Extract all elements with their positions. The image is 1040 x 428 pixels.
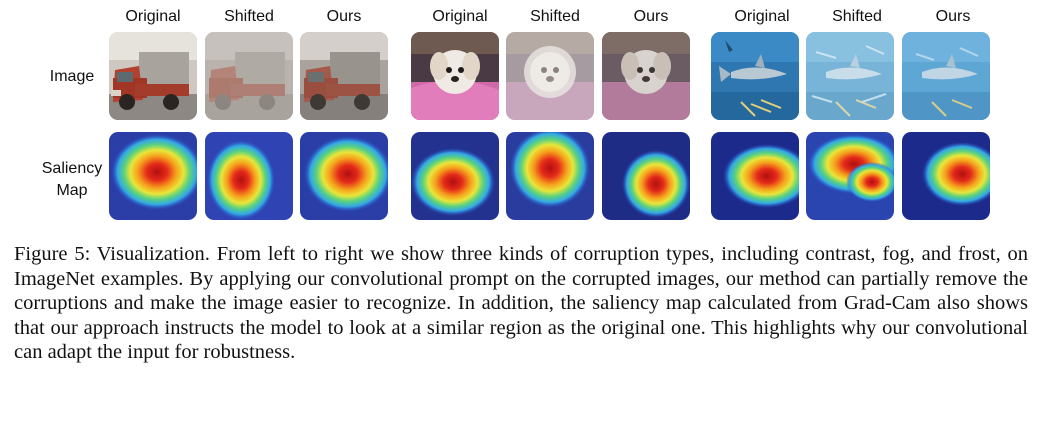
- column-label-fog-original: Original: [432, 8, 488, 25]
- image-truck-original: [109, 32, 197, 120]
- saliency-shark-original: [711, 132, 799, 220]
- row-label-saliency-map: Saliency Map: [32, 158, 112, 202]
- row-label-saliency-line1: Saliency: [41, 160, 103, 177]
- column-label-contrast-ours: Ours: [326, 8, 362, 25]
- saliency-shark-shifted: [806, 132, 894, 220]
- figure-caption: Figure 5: Visualization. From left to ri…: [14, 242, 1028, 365]
- image-dog-original: [411, 32, 499, 120]
- saliency-shark-ours: [902, 132, 990, 220]
- image-truck-ours: [300, 32, 388, 120]
- column-label-frost-shifted: Shifted: [832, 8, 882, 25]
- saliency-truck-ours: [300, 132, 388, 220]
- image-shark-shifted: [806, 32, 894, 120]
- column-label-frost-original: Original: [734, 8, 790, 25]
- caption-label: Figure 5:: [14, 243, 91, 265]
- saliency-truck-shifted: [205, 132, 293, 220]
- row-label-saliency-line2: Map: [56, 182, 88, 199]
- image-dog-shifted: [506, 32, 594, 120]
- column-label-contrast-shifted: Shifted: [224, 8, 274, 25]
- saliency-dog-shifted: [506, 132, 594, 220]
- caption-text: Visualization. From left to right we sho…: [14, 243, 1028, 363]
- saliency-truck-original: [109, 132, 197, 220]
- image-shark-ours: [902, 32, 990, 120]
- image-dog-ours: [602, 32, 690, 120]
- column-label-fog-ours: Ours: [633, 8, 669, 25]
- image-truck-shifted: [205, 32, 293, 120]
- figure-5: Original Shifted Ours Original Shifted O…: [32, 8, 990, 220]
- column-label-fog-shifted: Shifted: [530, 8, 580, 25]
- row-label-image: Image: [49, 68, 95, 85]
- column-label-contrast-original: Original: [125, 8, 181, 25]
- saliency-dog-original: [411, 132, 499, 220]
- column-label-frost-ours: Ours: [935, 8, 971, 25]
- image-shark-original: [711, 32, 799, 120]
- saliency-dog-ours: [602, 132, 690, 220]
